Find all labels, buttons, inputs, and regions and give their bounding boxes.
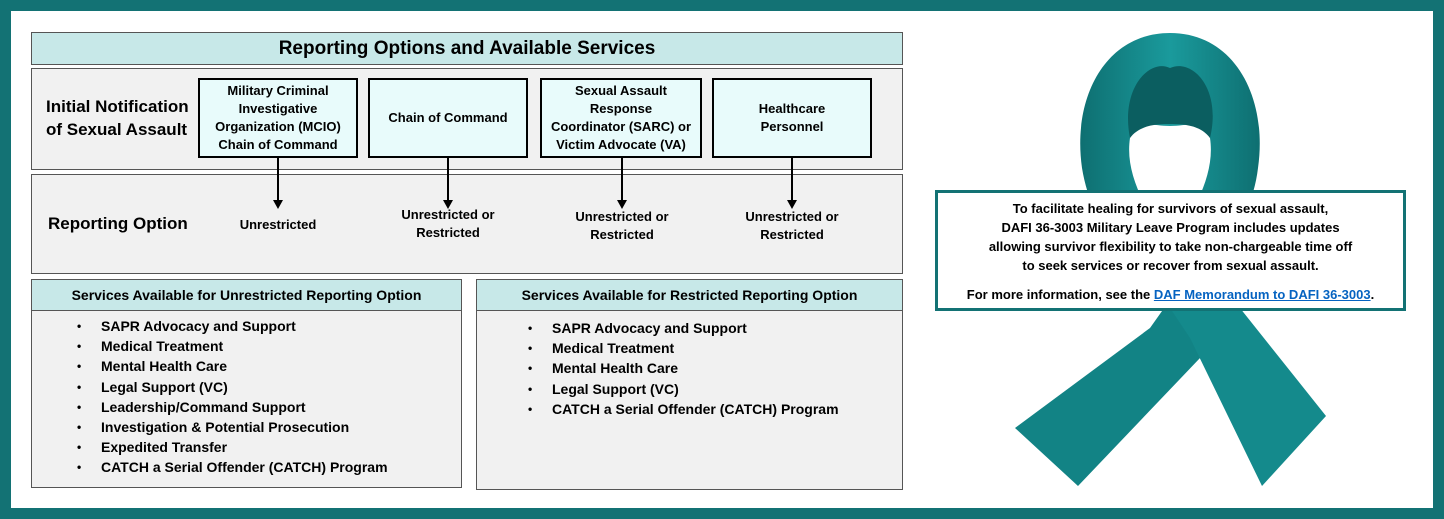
list-item: Mental Health Care [77,356,388,376]
list-item: Legal Support (VC) [528,379,839,399]
list-item: SAPR Advocacy and Support [77,316,388,336]
node-sarc-va: Sexual Assault Response Coordinator (SAR… [540,78,702,158]
list-item: CATCH a Serial Offender (CATCH) Program [528,399,839,419]
more-info-line: For more information, see the DAF Memora… [966,287,1375,302]
down-arrow-icon [277,158,279,200]
down-arrow-icon-head [617,200,627,209]
restricted-services-list: SAPR Advocacy and Support Medical Treatm… [528,318,839,419]
list-item: Investigation & Potential Prosecution [77,417,388,437]
reporting-option-sarc-va: Unrestricted or Restricted [575,209,669,242]
down-arrow-icon [447,158,449,200]
daf-memorandum-link[interactable]: DAF Memorandum to DAFI 36-3003 [1153,287,1371,302]
node-chain-of-command: Chain of Command [368,78,528,158]
unrestricted-services-heading: Services Available for Unrestricted Repo… [31,279,462,311]
down-arrow-icon [791,158,793,200]
unrestricted-services-list: SAPR Advocacy and Support Medical Treatm… [77,316,388,478]
list-item: Medical Treatment [77,336,388,356]
list-item: Expedited Transfer [77,437,388,457]
notification-row-label: Initial Notification of Sexual Assault [46,97,189,139]
reporting-panel [31,174,903,274]
list-item: Legal Support (VC) [77,377,388,397]
leave-program-callout: To facilitate healing for survivors of s… [935,190,1406,311]
list-item: Mental Health Care [528,358,839,378]
down-arrow-icon-head [787,200,797,209]
down-arrow-icon-head [443,200,453,209]
node-healthcare: Healthcare Personnel [712,78,872,158]
list-item: Leadership/Command Support [77,397,388,417]
list-item: Medical Treatment [528,338,839,358]
reporting-option-healthcare: Unrestricted or Restricted [745,209,839,242]
down-arrow-icon-head [273,200,283,209]
reporting-option-chain-of-command: Unrestricted or Restricted [401,207,495,240]
reporting-row-label: Reporting Option [48,214,188,233]
node-mcio: Military Criminal Investigative Organiza… [198,78,358,158]
reporting-option-mcio: Unrestricted [239,217,317,232]
ribbon-shadow [1128,66,1213,138]
restricted-services-heading: Services Available for Restricted Report… [476,279,903,311]
list-item: CATCH a Serial Offender (CATCH) Program [77,457,388,477]
list-item: SAPR Advocacy and Support [528,318,839,338]
diagram-title: Reporting Options and Available Services [31,32,903,65]
down-arrow-icon [621,158,623,200]
